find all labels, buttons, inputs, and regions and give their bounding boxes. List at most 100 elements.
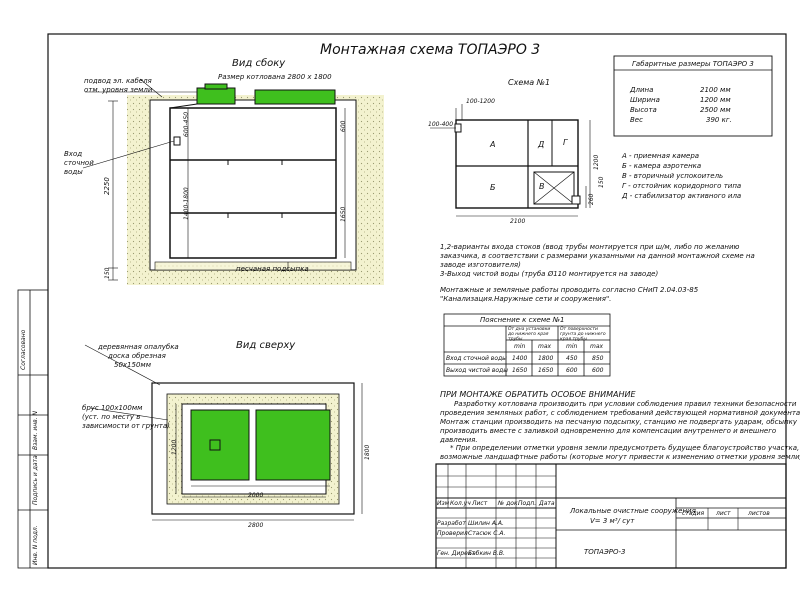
explain-row-label-0: Вход сточной воды [446, 355, 507, 362]
top-view-heading: Вид сверху [236, 340, 296, 351]
legend-item-0: А - приемная камера [622, 152, 700, 160]
beam-label-3: зависимости от грунта) [82, 422, 170, 430]
sand-label: песчаная подсыпка [236, 265, 309, 273]
inlet-label-1: Вход [64, 150, 83, 158]
scheme-dim-1200: 1200 [593, 154, 600, 170]
dim-row-value-3: 390 кг. [706, 116, 732, 124]
dim-2250: 2250 [103, 177, 111, 195]
explain-table-lines [443, 313, 611, 377]
explain-min-b: min [566, 343, 578, 350]
attention-p6: * При определении отметки уровня земли п… [450, 444, 800, 452]
formwork-label-1: деревянная опалубка [98, 343, 179, 351]
stamp-prov-name: Стасюк С.А. [468, 530, 506, 537]
dim-600-side: 600 [340, 120, 347, 132]
attention-p5: давления. [440, 436, 478, 444]
dimensions-title: Габаритные размеры ТОПАЭРО 3 [632, 60, 754, 68]
beam-label-1: брус 100х100мм [82, 404, 143, 412]
explain-cell-1-2: 600 [566, 367, 578, 374]
legend-item-4: Д - стабилизатор активного ила [622, 192, 742, 200]
stamp-stadia: стадия [682, 510, 705, 517]
dim-row-value-1: 1200 мм [700, 96, 731, 104]
chamber-a: А [490, 140, 496, 149]
note-4: 3-Выход чистой воды (труба Ø110 монтируе… [440, 270, 659, 278]
attention-p7: возможные ландшафтные работы (которые мо… [440, 453, 800, 461]
dim-row-label-2: Высота [630, 106, 657, 114]
stamp-model: ТОПАЭРО-3 [584, 548, 626, 556]
dim-row-label-0: Длина [630, 86, 654, 94]
stamp-podp: Подп. [518, 500, 537, 507]
dim-2000-top: 2000 [248, 492, 264, 499]
explain-max-a: max [538, 343, 552, 350]
stamp-listov: листов [748, 510, 770, 517]
explain-cell-1-1: 1650 [538, 367, 554, 374]
explain-cell-0-1: 1800 [538, 355, 554, 362]
explain-cell-1-3: 600 [592, 367, 604, 374]
title-block [435, 463, 787, 569]
scheme-1 [430, 104, 591, 217]
stamp-prov: Проверил [437, 530, 468, 537]
dim-600-450: 600-450 [183, 111, 190, 137]
stamp-object-2: V= 3 м³/ сут [590, 517, 635, 525]
dim-row-value-2: 2500 мм [700, 106, 731, 114]
strip-vzam: Взам. инв. N [32, 411, 39, 450]
dim-1200-top: 1200 [171, 439, 178, 455]
top-view [84, 344, 363, 521]
stamp-object-1: Локальные очистные сооружения [570, 507, 696, 515]
cable-note-2: отм. уровня земли [84, 86, 153, 94]
chamber-d: Д [538, 140, 545, 149]
scheme-heading: Схема №1 [508, 78, 551, 87]
legend-item-3: Г - отстойник коридорного типа [622, 182, 742, 190]
left-strip [17, 289, 49, 569]
dim-row-value-0: 2100 мм [700, 86, 731, 94]
explain-min-a: min [514, 343, 526, 350]
dim-1650: 1650 [340, 206, 347, 222]
stamp-ndoc: № док. [498, 500, 520, 507]
attention-p3: Монтаж станции производить на песчаную п… [440, 418, 797, 426]
stamp-list: Лист [472, 500, 488, 507]
stamp-data: Дата [539, 500, 555, 507]
scheme-dim-2100: 2100 [510, 218, 526, 225]
side-view-heading: Вид сбоку [232, 58, 286, 69]
chamber-g: Г [563, 138, 568, 147]
explain-cell-1-0: 1650 [512, 367, 528, 374]
scheme-dim-100-1200: 100-1200 [466, 98, 495, 105]
explain-head-b: От поверхности грунта до нижнего края тр… [560, 327, 606, 342]
stamp-razrab: Разработ [437, 520, 466, 527]
explain-cell-0-3: 850 [592, 355, 604, 362]
stamp-razrab-name: Шилин А.А. [468, 520, 504, 527]
beam-label-2: (уст. по месту в [82, 413, 141, 421]
attention-title: ПРИ МОНТАЖЕ ОБРАТИТЬ ОСОБОЕ ВНИМАНИЕ [440, 390, 636, 399]
attention-p2: проведения земляных работ, с соблюдением… [440, 409, 800, 417]
legend-item-2: В - вторичный успокоитель [622, 172, 724, 180]
explain-row-label-1: Выход чистой воды [446, 367, 508, 374]
strip-podp: Подпись и дата [32, 455, 39, 505]
explain-table-title: Пояснение к схеме №1 [480, 316, 565, 324]
note-6: "Канализация.Наружные сети и сооружения"… [440, 295, 612, 303]
dim-2800-top: 2800 [248, 522, 264, 529]
dim-1800-top: 1800 [364, 444, 371, 460]
scheme-dim-260: 260 [588, 193, 595, 205]
strip-soglas: Согласовано [20, 329, 27, 370]
stamp-izm: Изм [437, 500, 450, 507]
attention-p1: Разработку котлована производить при усл… [454, 400, 797, 408]
stamp-kolu: Кол.уч [450, 500, 471, 507]
side-view [82, 78, 384, 285]
pit-size-label: Размер котлована 2800 х 1800 [218, 73, 332, 81]
scheme-dim-150: 150 [598, 176, 605, 188]
explain-max-b: max [590, 343, 604, 350]
dim-150-side: 150 [104, 267, 111, 279]
note-2: заказчика, в соответствии с размерами ук… [440, 252, 755, 260]
attention-p4: производить вместе с заливкой одновремен… [440, 427, 777, 435]
note-5: Монтажные и земляные работы проводить со… [440, 286, 699, 294]
stamp-gen: Ген. Директ [437, 550, 475, 557]
stamp-gen-name: Бабкин В.В. [468, 550, 505, 557]
note-3: заводе изготовителя) [440, 261, 521, 269]
cable-note-1: подвод эл. кабеля [84, 77, 152, 85]
explain-cell-0-0: 1400 [512, 355, 528, 362]
stamp-list2: лист [716, 510, 731, 517]
chamber-b: Б [490, 183, 496, 192]
formwork-label-3: 50х150мм [114, 361, 151, 369]
dim-row-label-3: Вес [630, 116, 643, 124]
scheme-dim-100-400: 100-400 [428, 121, 454, 128]
